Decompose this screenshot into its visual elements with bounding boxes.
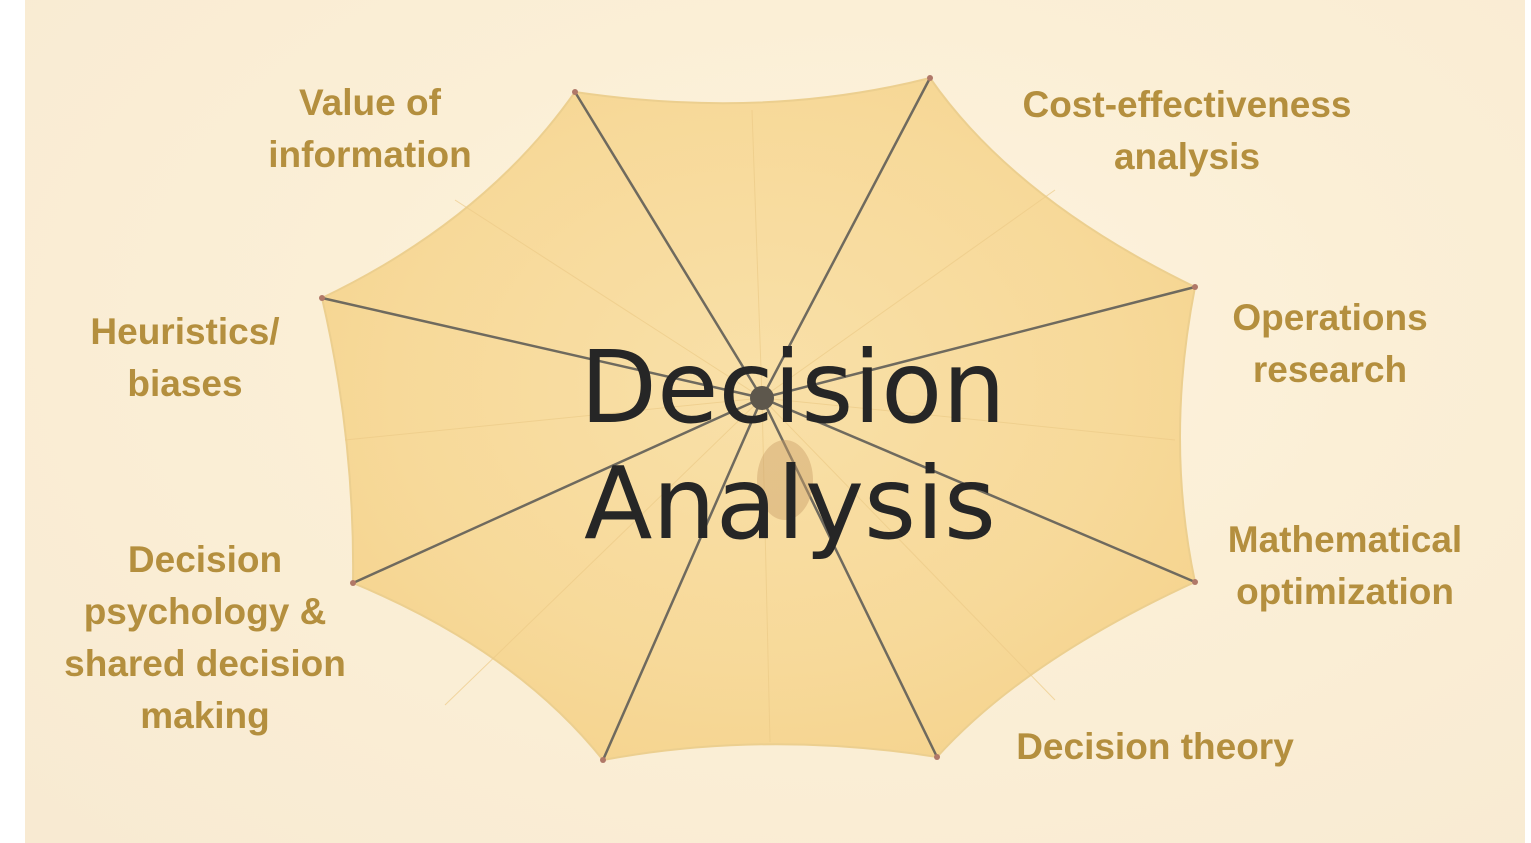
umbrella-seams [344, 109, 1176, 743]
topic-value-of-information: Value of information [268, 82, 472, 175]
topic-cost-effectiveness: Cost-effectiveness analysis [1022, 84, 1352, 177]
rib-line [573, 90, 764, 400]
topic-decision-psychology: Decision psychology & shared decision ma… [64, 539, 346, 736]
topic-operations-research: Operations research [1232, 297, 1428, 390]
rib-line [351, 396, 764, 585]
rib-line [760, 396, 939, 759]
topic-mathematical-optimization: Mathematical optimization [1227, 519, 1463, 612]
center-title-line1: Decision [580, 329, 1006, 446]
center-title: Decision Analysis [580, 329, 1006, 562]
rib-line [320, 296, 764, 400]
umbrella-handle-shadow [757, 440, 813, 520]
slide-canvas: Decision Analysis Value of information C… [25, 0, 1525, 843]
topic-decision-theory: Decision theory [1016, 726, 1294, 767]
rib-line [760, 285, 1197, 400]
umbrella-image [319, 75, 1198, 763]
rib-line [601, 396, 764, 762]
umbrella-ribs [320, 76, 1197, 762]
topic-heuristics-biases: Heuristics/ biases [90, 311, 280, 404]
umbrella-hub [750, 386, 774, 410]
rib-line [760, 76, 932, 400]
rib-tips [319, 75, 1198, 763]
rib-line [760, 396, 1197, 584]
center-title-line2: Analysis [583, 445, 996, 562]
